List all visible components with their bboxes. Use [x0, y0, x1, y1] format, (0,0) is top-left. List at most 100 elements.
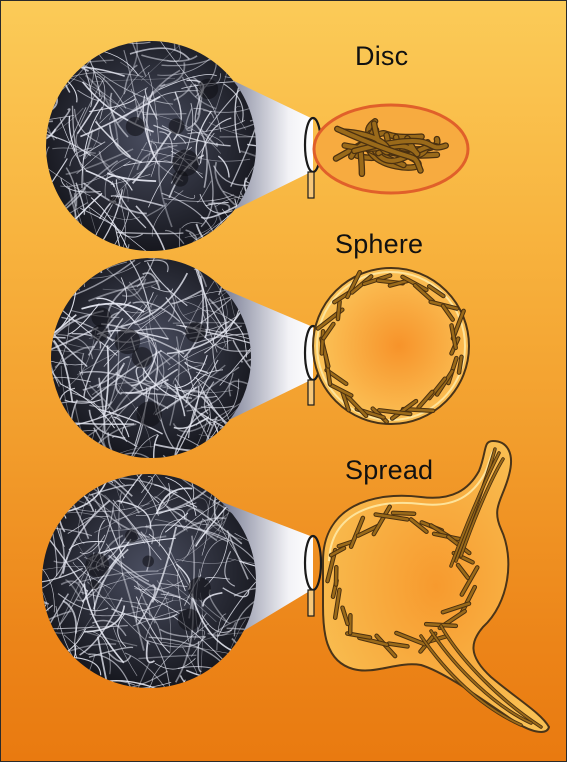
sphere-platelet-outline	[313, 268, 469, 424]
micrograph-pore	[132, 347, 153, 368]
micrograph-fiber	[251, 472, 263, 497]
stage-label-disc: Disc	[355, 41, 408, 72]
micrograph-fiber	[70, 12, 85, 51]
micrograph-fiber	[257, 232, 320, 287]
micrograph-fiber	[247, 633, 275, 693]
micrograph-fiber	[45, 494, 66, 519]
sphere-lens-stem	[308, 380, 314, 405]
micrograph-fiber	[202, 461, 215, 485]
micrograph-fiber	[27, 134, 39, 156]
micrograph-fiber	[36, 467, 62, 503]
micrograph-pore	[125, 529, 138, 542]
filament	[322, 331, 323, 353]
micrograph-fiber	[11, 472, 59, 527]
micrograph-fiber	[46, 10, 56, 71]
stage-label-spread: Spread	[345, 455, 433, 486]
micrograph-fiber	[105, 6, 114, 34]
micrograph-fiber	[228, 664, 271, 676]
micrograph-pore	[137, 401, 162, 426]
spread-stage	[1, 416, 549, 762]
micrograph-fiber	[27, 444, 62, 517]
micrograph-fiber	[195, 440, 260, 459]
micrograph-fiber	[34, 337, 44, 367]
micrograph-fiber	[58, 34, 83, 56]
micrograph-fiber	[9, 23, 52, 85]
micrograph-fiber	[249, 253, 256, 281]
micrograph-fiber	[1, 495, 52, 540]
micrograph-fiber	[18, 601, 42, 666]
micrograph-fiber	[219, 264, 233, 288]
micrograph-pore	[172, 170, 188, 186]
micrograph-fiber	[45, 383, 53, 442]
micrograph-fiber	[253, 270, 276, 282]
micrograph-fiber	[231, 40, 259, 71]
micrograph-fiber	[52, 35, 88, 48]
micrograph-fiber	[1, 254, 41, 294]
micrograph-fiber	[23, 467, 32, 544]
micrograph-fiber	[265, 620, 279, 656]
micrograph-fiber	[222, 45, 249, 57]
micrograph-fiber	[252, 202, 273, 211]
micrograph-fiber	[5, 497, 36, 568]
micrograph-fiber	[1, 369, 41, 382]
micrograph-fiber	[78, 668, 85, 692]
micrograph-fiber	[185, 693, 241, 740]
micrograph-pore	[126, 117, 145, 136]
micrograph-fiber	[64, 5, 120, 42]
micrograph-fiber	[106, 688, 148, 696]
micrograph-pore	[178, 609, 200, 631]
micrograph-fiber	[235, 199, 254, 277]
micrograph-fiber	[66, 437, 97, 468]
micrograph-fiber	[1, 442, 50, 501]
micrograph-fiber	[240, 41, 301, 84]
micrograph-fiber	[1, 599, 49, 613]
micrograph-fiber	[10, 498, 53, 550]
filament	[393, 513, 414, 514]
micrograph-pore	[89, 580, 99, 590]
micrograph-fiber	[235, 476, 267, 479]
micrograph-fiber	[42, 273, 87, 281]
micrograph-fiber	[59, 457, 76, 486]
micrograph-fiber	[27, 302, 60, 318]
micrograph-fiber	[75, 218, 79, 250]
micrograph-fiber	[47, 18, 60, 42]
filament	[338, 302, 340, 319]
micrograph-pore	[188, 577, 211, 600]
micrograph-fiber	[265, 256, 322, 272]
micrograph-fiber	[44, 487, 72, 495]
micrograph-fiber	[252, 249, 254, 272]
micrograph-fiber	[9, 477, 65, 489]
micrograph-fiber	[14, 251, 67, 283]
micrograph-pore	[92, 325, 109, 342]
micrograph-fiber	[165, 689, 184, 696]
micrograph-pore	[169, 118, 185, 134]
micrograph-pore	[91, 308, 110, 327]
micrograph-fiber	[79, 428, 95, 501]
micrograph-fiber	[36, 35, 94, 48]
micrograph-fiber	[54, 469, 69, 511]
micrograph-fiber	[1, 270, 52, 294]
micrograph-fiber	[142, 458, 197, 465]
micrograph-fiber	[24, 408, 52, 464]
micrograph-fiber	[8, 485, 31, 514]
micrograph-fiber	[107, 457, 117, 481]
micrograph-pore	[198, 79, 218, 99]
micrograph-fiber	[20, 325, 49, 353]
micrograph-fiber	[67, 214, 80, 290]
micrograph-fiber	[90, 681, 135, 693]
micrograph-fiber	[1, 406, 52, 424]
micrograph-fiber	[1, 482, 33, 488]
micrograph-fiber	[36, 627, 46, 662]
micrograph-fiber	[260, 39, 282, 69]
micrograph-fiber	[39, 439, 90, 450]
micrograph-fiber	[1, 232, 42, 274]
micrograph-fiber	[24, 46, 75, 71]
micrograph-fiber	[69, 469, 77, 503]
micrograph-fiber	[38, 275, 50, 318]
micrograph-fiber	[58, 8, 70, 73]
micrograph-fiber	[238, 440, 250, 509]
micrograph-fiber	[27, 696, 67, 752]
micrograph-fiber	[15, 605, 53, 662]
micrograph-fiber	[252, 639, 267, 684]
